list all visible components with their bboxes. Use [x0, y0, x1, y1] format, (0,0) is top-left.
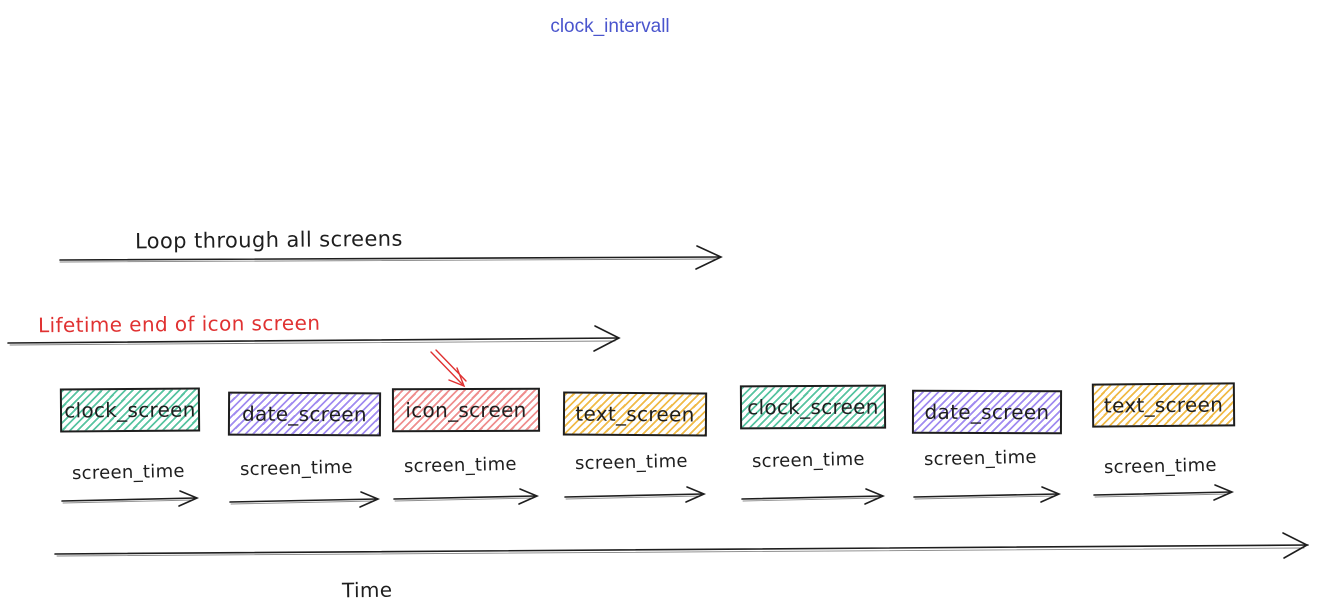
screen-time-arrow: [61, 490, 200, 507]
diagram-title: clock_intervall: [550, 16, 670, 37]
screen-box-label: text_screen: [1103, 392, 1224, 418]
screen-time-arrow: [229, 491, 381, 508]
lifetime-arrow-label: Lifetime end of icon screen: [37, 310, 321, 338]
screen-time-label: screen_time: [923, 446, 1038, 471]
screen-box-label: date_screen: [924, 399, 1050, 425]
screen-time-arrow: [913, 486, 1062, 503]
screen-box[interactable]: clock_screen: [59, 387, 201, 433]
screen-box-label: clock_screen: [64, 397, 196, 423]
screen-time-arrow: [564, 486, 707, 503]
time-axis-arrow: [54, 532, 1309, 559]
screen-time-arrow: [393, 488, 540, 505]
loop-arrow-label: Loop through all screens: [134, 226, 403, 254]
screen-box-label: date_screen: [241, 401, 367, 427]
screen-time-label: screen_time: [403, 453, 518, 478]
screen-time-arrow: [1093, 484, 1235, 501]
screen-time-label: screen_time: [71, 460, 186, 485]
screen-time-arrow: [741, 488, 886, 505]
screen-box[interactable]: date_screen: [227, 391, 382, 437]
screen-time-label: screen_time: [574, 450, 689, 475]
screen-box[interactable]: icon_screen: [391, 387, 541, 433]
screen-box[interactable]: text_screen: [562, 391, 708, 437]
screen-box[interactable]: date_screen: [911, 389, 1063, 435]
screen-box-label: clock_screen: [747, 394, 879, 420]
time-axis-label: Time: [341, 577, 393, 603]
screen-box[interactable]: text_screen: [1091, 382, 1236, 428]
screen-time-label: screen_time: [239, 456, 354, 481]
screen-time-label: screen_time: [1103, 454, 1218, 479]
screen-box[interactable]: clock_screen: [739, 384, 887, 430]
icon-screen-pointer-arrow: [430, 349, 467, 388]
screen-time-label: screen_time: [751, 448, 866, 473]
screen-box-label: icon_screen: [405, 397, 527, 423]
screen-box-label: text_screen: [575, 401, 695, 427]
